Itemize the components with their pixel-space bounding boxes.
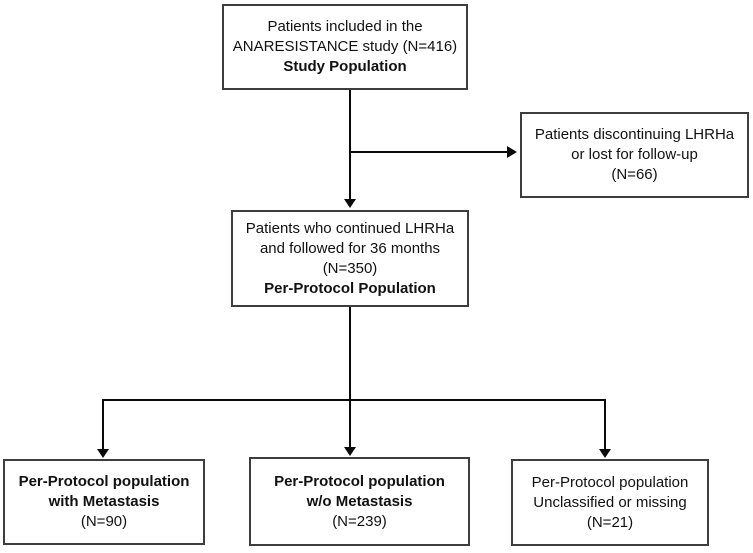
box-with-metastasis: Per-Protocol population with Metastasis … [3,459,205,545]
box-text-line: (N=239) [332,512,387,530]
arrowhead-down-icon [344,199,356,208]
box-discontinued-lhrha: Patients discontinuing LHRHa or lost for… [520,112,749,198]
box-text-line-bold: with Metastasis [48,493,160,510]
box-text-line: Patients included in the [267,18,423,35]
connector-study-to-perprotocol [349,90,351,200]
connector-distributor-bar [102,399,606,401]
connector-branch-discontinued [350,151,507,153]
box-text-line: (N=90) [80,513,128,530]
box-text-line-bold: Per-Protocol population [274,472,445,490]
connector-drop-right [604,399,606,450]
arrowhead-right-icon [507,146,517,158]
box-per-protocol-population: Patients who continued LHRHa and followe… [231,210,469,307]
box-text-line: Patients who continued LHRHa [245,219,455,237]
arrowhead-down-icon [599,449,611,458]
box-study-population: Patients included in the ANARESISTANCE s… [222,4,468,90]
box-text-line-bold: Per-Protocol population [18,473,190,490]
box-text-line: (N=350) [322,259,378,277]
arrowhead-down-icon [97,449,109,458]
connector-perprotocol-to-bottom [349,307,351,448]
box-text-line-bold: Study Population [283,58,407,75]
box-text-line-bold: Per-Protocol Population [264,279,436,297]
box-text-line: Per-Protocol population [531,473,689,491]
box-text-line: Patients discontinuing LHRHa [534,126,735,143]
box-text-line: (N=66) [611,166,658,183]
box-text-line: or lost for follow-up [571,146,698,163]
box-text-line: Unclassified or missing [533,493,687,511]
box-without-metastasis: Per-Protocol population w/o Metastasis (… [249,457,470,546]
box-text-line: (N=21) [586,513,634,531]
box-text-line: and followed for 36 months [259,239,441,257]
box-text-line-bold: w/o Metastasis [306,492,413,510]
connector-drop-left [102,399,104,450]
arrowhead-down-icon [344,447,356,456]
box-text-line: ANARESISTANCE study (N=416) [232,38,458,55]
box-unclassified-missing: Per-Protocol population Unclassified or … [511,459,709,546]
